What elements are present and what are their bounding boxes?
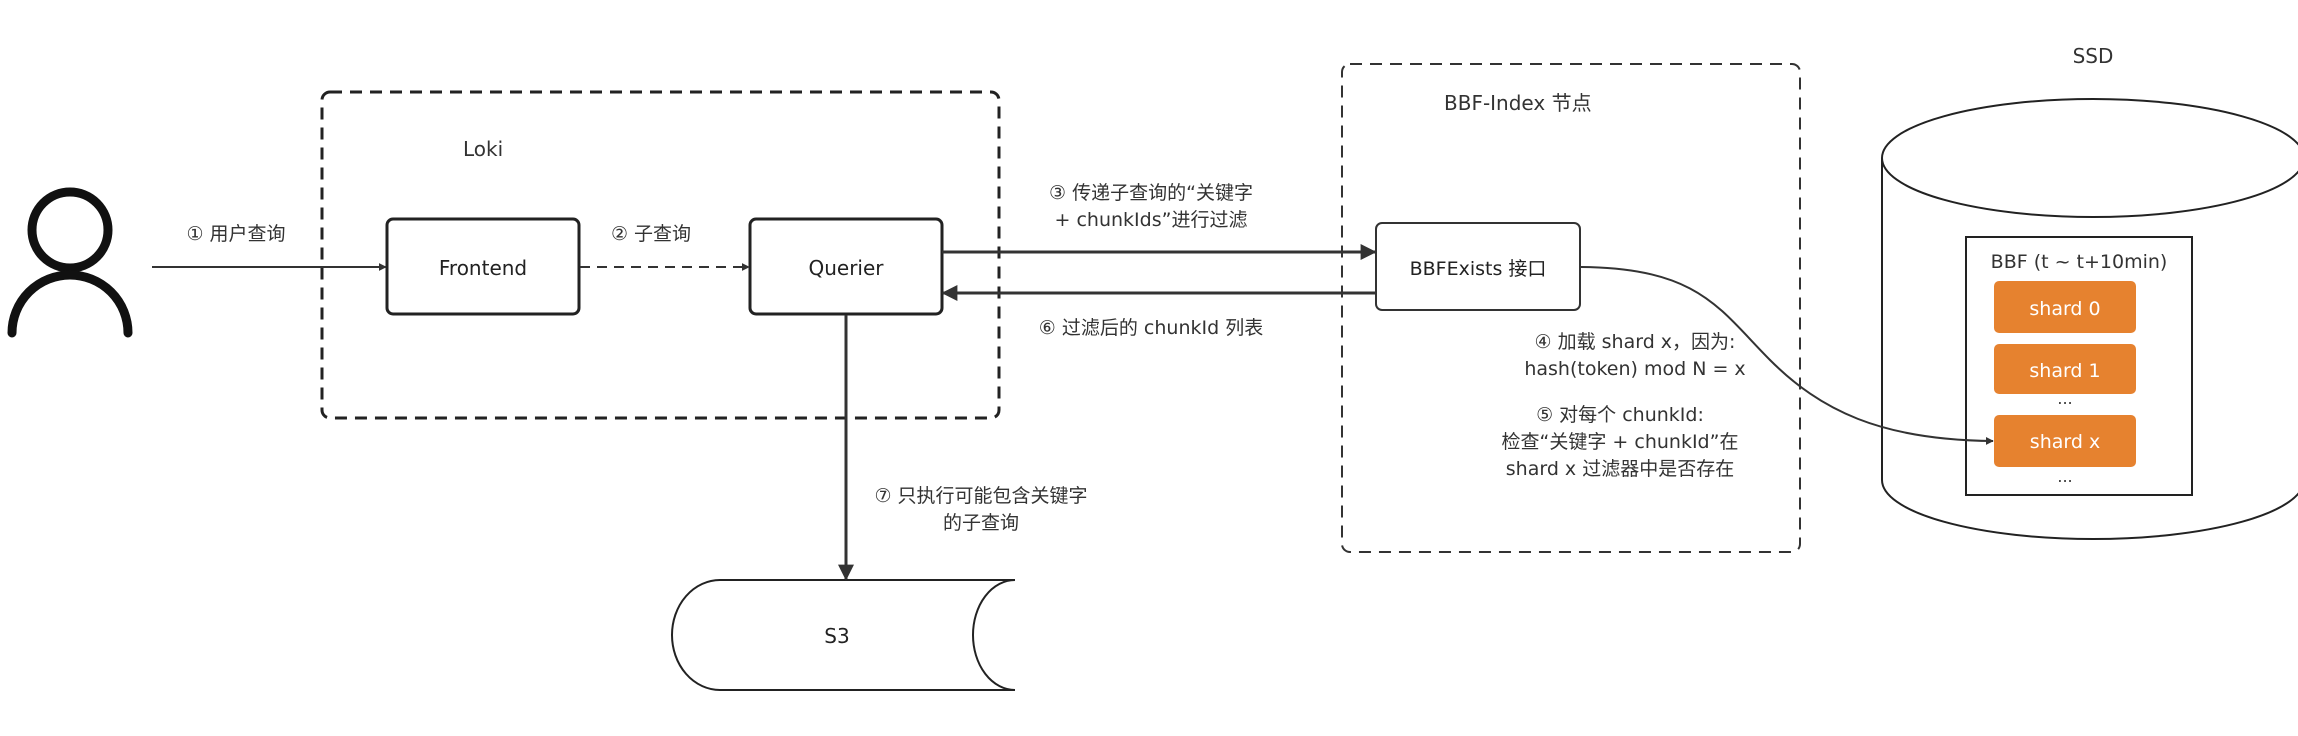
step-2-label: ② 子查询 bbox=[611, 223, 691, 245]
step-4-label-line2: hash(token) mod N = x bbox=[1524, 358, 1745, 380]
user-icon bbox=[7, 187, 133, 338]
step-5-label-line3: shard x 过滤器中是否存在 bbox=[1506, 458, 1734, 480]
bbf-exists-label: BBFExists 接口 bbox=[1410, 258, 1547, 280]
loki-container bbox=[320, 90, 1001, 420]
shard-x-block bbox=[1994, 415, 2136, 467]
querier-label: Querier bbox=[808, 256, 884, 280]
ssd-label: SSD bbox=[2073, 44, 2114, 68]
shard-ellipsis-2: ... bbox=[2057, 467, 2072, 486]
s3-label: S3 bbox=[824, 624, 849, 648]
shard-x-label: shard x bbox=[2030, 431, 2100, 453]
step-5-label-line1: ⑤ 对每个 chunkId: bbox=[1536, 404, 1704, 426]
loki-label: Loki bbox=[463, 137, 503, 161]
bbf-range-label: BBF (t ~ t+10min) bbox=[1991, 251, 2168, 273]
step-1-label: ① 用户查询 bbox=[186, 223, 285, 245]
bbf-index-container bbox=[1341, 63, 1801, 553]
shard-0-block bbox=[1994, 281, 2136, 333]
shard-1-label: shard 1 bbox=[2029, 360, 2100, 382]
step-7-label-line1: ⑦ 只执行可能包含关键字 bbox=[874, 485, 1087, 507]
step-6-label: ⑥ 过滤后的 chunkId 列表 bbox=[1039, 317, 1263, 339]
frontend-label: Frontend bbox=[439, 256, 527, 280]
shard-ellipsis-1: ... bbox=[2057, 389, 2072, 408]
shard-0-label: shard 0 bbox=[2029, 298, 2100, 320]
bbf-index-label: BBF-Index 节点 bbox=[1444, 91, 1592, 115]
frontend-node bbox=[385, 217, 581, 316]
s3-storage bbox=[671, 579, 1016, 691]
step-3-label-line1: ③ 传递子查询的“关键字 bbox=[1049, 182, 1253, 204]
querier-node bbox=[748, 217, 944, 316]
step-5-label-line2: 检查“关键字 + chunkId”在 bbox=[1502, 431, 1739, 453]
step-3-label-line2: + chunkIds”进行过滤 bbox=[1055, 209, 1248, 231]
arrow-bbf-to-shard-x bbox=[1580, 266, 1994, 445]
bbf-exists-node bbox=[1375, 222, 1581, 311]
step-4-label-line1: ④ 加载 shard x，因为: bbox=[1535, 331, 1736, 353]
step-7-label-line2: 的子查询 bbox=[943, 512, 1019, 534]
shard-1-block bbox=[1994, 344, 2136, 394]
